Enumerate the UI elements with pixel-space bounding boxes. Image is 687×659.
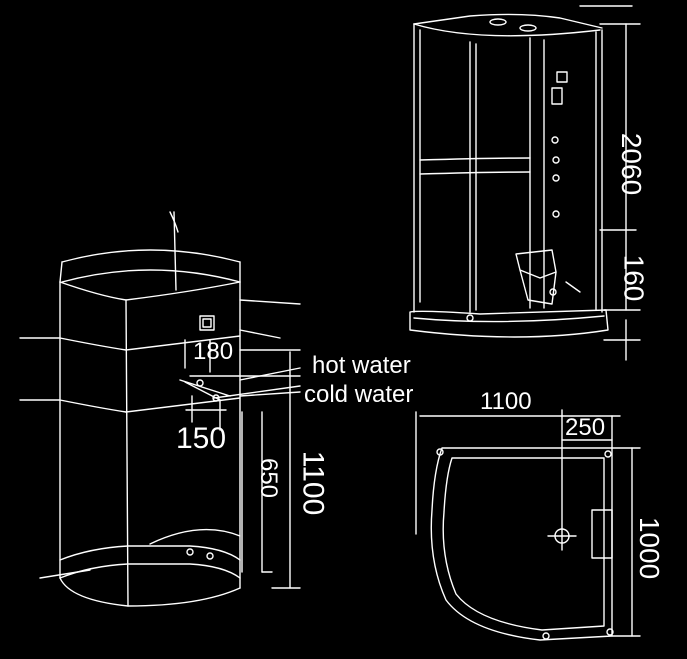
valve-box <box>199 315 215 331</box>
dim-1100-height-text: 1100 <box>296 450 330 516</box>
dim-160-label: 160 <box>608 255 658 302</box>
dim-1000-label: 1000 <box>618 517 678 579</box>
plan-view <box>415 409 641 641</box>
dim-2060-text: 2060 <box>616 132 648 196</box>
dim-160-text: 160 <box>618 254 649 302</box>
dim-1100-height-label: 1100 <box>280 451 340 516</box>
dim-2060-label: 2060 <box>600 133 660 195</box>
hot-water-label: hot water <box>312 352 411 379</box>
cold-water-label: cold water <box>304 381 414 408</box>
dim-250-label: 250 <box>565 414 606 441</box>
dim-1100-width-label: 1100 <box>480 388 532 415</box>
back-view-enclosure <box>19 211 301 607</box>
dim-1000-text: 1000 <box>634 516 666 580</box>
dim-150-label: 150 <box>176 422 227 455</box>
dim-650-text: 650 <box>254 457 282 499</box>
front-view-enclosure <box>409 5 641 361</box>
pipe-dimension-lines <box>179 339 301 589</box>
dim-180-label: 180 <box>193 338 234 365</box>
